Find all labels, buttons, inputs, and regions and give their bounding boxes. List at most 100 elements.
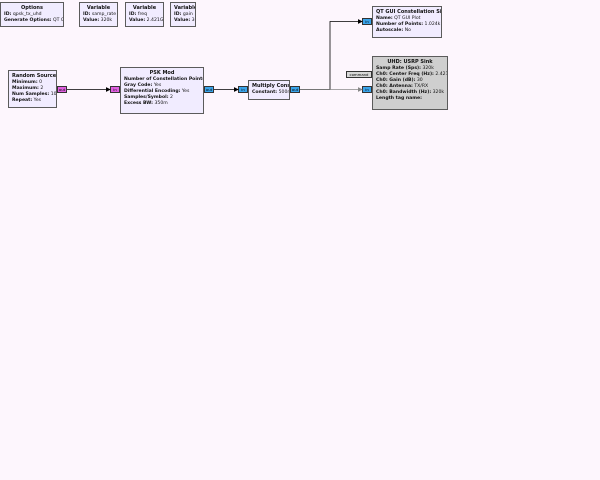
param-row: Constant: 500m xyxy=(252,90,289,96)
param-row: Generate Options: QT GUI xyxy=(4,18,63,24)
param-value: freq xyxy=(136,12,147,17)
param-label: Number of Points: xyxy=(376,22,424,27)
param-row: Ch0: Gain (dB): 30 xyxy=(376,78,444,84)
param-row: Samp Rate (Sps): 320k xyxy=(376,66,444,72)
param-label: Value: xyxy=(129,18,146,23)
param-label: Gray Code: xyxy=(124,83,153,88)
param-label: Num Samples: xyxy=(12,92,50,97)
param-value: 2.421G xyxy=(145,18,164,23)
param-label: Value: xyxy=(83,18,100,23)
param-row: Number of Constellation Points: 4 xyxy=(124,77,203,83)
multiply-const-title: Multiply Const xyxy=(252,83,290,89)
param-row: Maximum: 2 xyxy=(12,86,53,92)
param-value: 350m xyxy=(153,101,168,106)
param-label: Constant: xyxy=(252,90,278,95)
param-row: Gray Code: Yes xyxy=(124,83,200,89)
param-label: ID: xyxy=(4,12,12,17)
usrp-sink-command-port[interactable]: command xyxy=(346,71,372,78)
psk-mod-out-port[interactable]: out xyxy=(204,86,214,93)
param-value: 2 xyxy=(38,86,44,91)
param-value: No xyxy=(403,28,411,33)
param-value: samp_rate xyxy=(90,12,117,17)
param-value: 1.024k xyxy=(423,22,441,27)
param-row: Length tag name: xyxy=(376,96,444,102)
multiply-const-out-port[interactable]: out xyxy=(290,86,300,93)
param-label: Samples/Symbol: xyxy=(124,95,169,100)
param-label: Ch0: Gain (dB): xyxy=(376,78,416,83)
param-row: Name: QT GUI Plot xyxy=(376,16,438,22)
param-label: Ch0: Antenna: xyxy=(376,84,413,89)
param-value: 0 xyxy=(37,80,43,85)
param-row: Num Samples: 10M xyxy=(12,92,56,98)
param-row: Repeat: Yes xyxy=(12,98,53,104)
param-row: ID: freq xyxy=(129,12,160,18)
param-row: ID: qpsk_tx_uhd xyxy=(4,12,60,18)
param-value: 2.421G xyxy=(435,72,447,77)
param-row: ID: gain xyxy=(174,12,193,18)
usrp-sink-title: UHD: USRP Sink xyxy=(387,59,433,65)
param-row: Number of Points: 1.024k xyxy=(376,22,441,28)
param-value: QT GUI xyxy=(52,18,63,23)
var-samp-rate-title: Variable xyxy=(86,5,111,11)
param-label: Ch0: Bandwidth (Hz): xyxy=(376,90,432,95)
param-value: 2 xyxy=(168,95,173,100)
qt-const-sink-title: QT GUI Constellation Sink xyxy=(376,9,442,15)
options-title: Options xyxy=(21,5,43,11)
param-value: gain xyxy=(181,12,193,17)
param-row: Excess BW: 350m xyxy=(124,101,200,107)
param-label: Maximum: xyxy=(12,86,39,91)
var-freq-title: Variable xyxy=(132,5,157,11)
param-row: Value: 30 xyxy=(174,18,195,24)
random-source-title: Random Source xyxy=(12,73,57,79)
param-value: 320k xyxy=(99,18,113,23)
param-label: ID: xyxy=(174,12,182,17)
param-value: 320k xyxy=(421,66,434,71)
psk-mod-title: PSK Mod xyxy=(149,70,175,76)
param-value: QT GUI Plot xyxy=(392,16,421,21)
random-source-out-port[interactable]: out xyxy=(57,86,67,93)
param-value: TX/RX xyxy=(412,84,429,89)
param-label: Autoscale: xyxy=(376,28,404,33)
param-value: qpsk_tx_uhd xyxy=(11,12,42,17)
param-label: ID: xyxy=(129,12,137,17)
param-label: Generate Options: xyxy=(4,18,52,23)
param-row: Samples/Symbol: 2 xyxy=(124,95,200,101)
param-label: Name: xyxy=(376,16,393,21)
param-label: Number of Constellation Points: xyxy=(124,77,204,82)
param-value: 30 xyxy=(415,78,423,83)
param-row: Ch0: Bandwidth (Hz): 320k xyxy=(376,90,444,96)
param-row: Ch0: Antenna: TX/RX xyxy=(376,84,444,90)
param-value: 30 xyxy=(191,18,195,23)
param-label: Repeat: xyxy=(12,98,33,103)
param-value: 320k xyxy=(431,90,445,95)
wire-multiply-to-constellation[interactable] xyxy=(300,19,363,90)
param-label: Samp Rate (Sps): xyxy=(376,66,421,71)
param-label: ID: xyxy=(83,12,91,17)
param-row: Minimum: 0 xyxy=(12,80,53,86)
param-row: Autoscale: No xyxy=(376,28,438,34)
param-value: Yes xyxy=(180,89,190,94)
param-label: Excess BW: xyxy=(124,101,154,106)
param-label: Minimum: xyxy=(12,80,38,85)
param-row: Value: 320k xyxy=(83,18,114,24)
param-value: 500m xyxy=(278,90,289,95)
param-row: Differential Encoding: Yes xyxy=(124,89,200,95)
param-row: Value: 2.421G xyxy=(129,18,164,24)
param-row: Ch0: Center Freq (Hz): 2.421G xyxy=(376,72,447,78)
param-value: 10M xyxy=(50,92,57,97)
param-label: Ch0: Center Freq (Hz): xyxy=(376,72,434,77)
param-label: Length tag name: xyxy=(376,96,422,101)
param-label: Differential Encoding: xyxy=(124,89,181,94)
var-gain-title: Variable xyxy=(174,5,196,11)
